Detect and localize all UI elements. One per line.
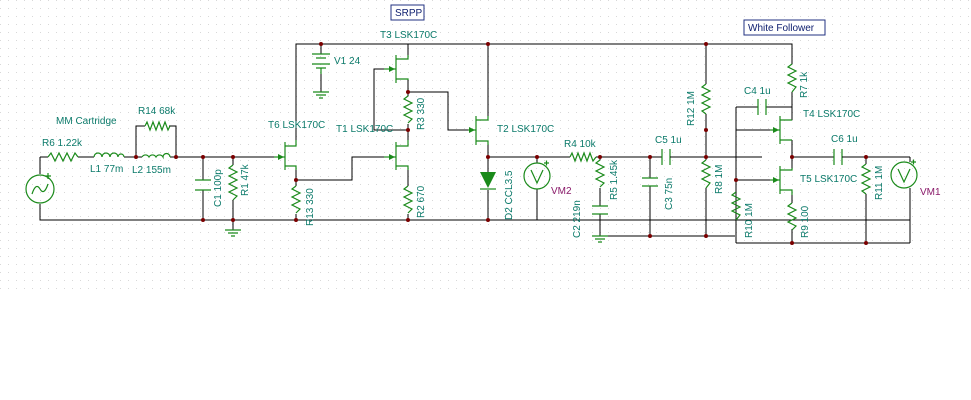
t6-label: T6 LSK170C	[268, 120, 325, 131]
r6-label: R6 1.22k	[42, 138, 83, 149]
t5-symbol	[770, 166, 793, 195]
r5-label: R5 1.45k	[609, 159, 620, 200]
r4-label: R4 10k	[564, 139, 597, 150]
c4-symbol	[757, 99, 767, 115]
r10-symbol	[730, 191, 742, 221]
r11-symbol	[860, 163, 872, 195]
t6-symbol	[274, 140, 297, 170]
l2-label: L2 155m	[132, 165, 171, 176]
ground-symbol-1	[225, 229, 241, 237]
c5-label: C5 1u	[655, 135, 682, 146]
r3-label: R3 330	[416, 97, 427, 130]
r9-symbol	[786, 202, 798, 231]
r7-label: R7 1k	[799, 71, 810, 98]
r14-symbol	[144, 120, 171, 132]
r6-symbol	[47, 151, 79, 163]
r8-label: R8 1M	[714, 165, 725, 194]
vm1-label: VM1	[920, 187, 941, 198]
r12-symbol	[700, 83, 712, 115]
c3-label: C3 75n	[664, 178, 675, 210]
c3-symbol	[642, 177, 658, 187]
r7-symbol	[786, 63, 798, 93]
d2-label: D2 CCL3.5	[504, 170, 515, 220]
srpp-title: SRPP	[395, 8, 423, 19]
c4-label: C4 1u	[744, 86, 771, 97]
c1-symbol	[195, 179, 211, 191]
v1-symbol	[312, 53, 330, 99]
vm2-label: VM2	[551, 186, 572, 197]
node-dots	[134, 42, 868, 245]
r2-label: R2 670	[416, 185, 427, 218]
r2-symbol	[402, 185, 414, 214]
r14-label: R14 68k	[138, 106, 176, 117]
t3-label: T3 LSK170C	[380, 30, 437, 41]
r9-label: R9 100	[800, 205, 811, 238]
r13-label: R13 330	[305, 188, 316, 226]
r3-symbol	[402, 95, 414, 124]
r13-symbol	[290, 185, 302, 214]
c6-label: C6 1u	[831, 134, 858, 145]
t2-symbol	[468, 116, 489, 145]
white-follower-title-box	[743, 19, 826, 36]
t2-label: T2 LSK170C	[497, 124, 554, 135]
d2-symbol	[480, 172, 496, 190]
ground-symbol-2	[592, 235, 608, 243]
vm2-symbol	[523, 160, 551, 190]
t3-symbol	[384, 55, 409, 83]
r1-symbol	[227, 164, 239, 201]
r1-label: R1 47k	[240, 163, 251, 196]
source-symbol	[25, 173, 55, 204]
t5-label: T5 LSK170C	[800, 174, 857, 185]
r11-label: R11 1M	[874, 166, 885, 200]
white-follower-title: White Follower	[748, 23, 815, 34]
c2-symbol	[592, 205, 608, 215]
c1-label: C1 100p	[213, 169, 224, 207]
l2-symbol	[141, 152, 171, 160]
grid-background	[0, 0, 971, 290]
t1-label: T1 LSK170C	[336, 124, 393, 135]
v1-label: V1 24	[334, 56, 361, 67]
t4-symbol	[770, 116, 792, 144]
r8-symbol	[700, 159, 712, 189]
l1-label: L1 77m	[90, 164, 123, 175]
l1-symbol	[93, 152, 125, 158]
r12-label: R12 1M	[686, 91, 697, 126]
r4-symbol	[569, 151, 597, 163]
c2-label: C2 219n	[572, 200, 583, 238]
t4-label: T4 LSK170C	[803, 109, 860, 120]
t1-symbol	[384, 140, 409, 170]
source-label: MM Cartridge	[56, 116, 117, 127]
r10-label: R10 1M	[744, 203, 755, 238]
srpp-title-box	[390, 4, 425, 21]
vm1-symbol	[890, 159, 918, 189]
r5-symbol	[594, 159, 606, 188]
